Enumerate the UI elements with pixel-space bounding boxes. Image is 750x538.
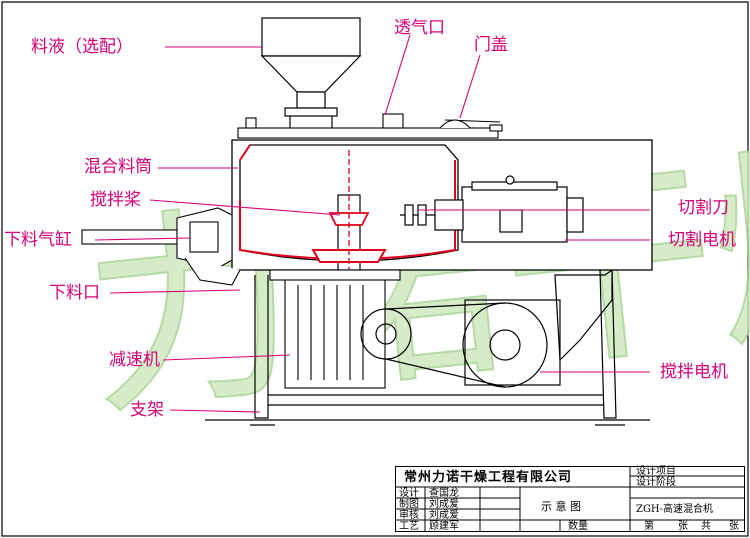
discharge-cylinder bbox=[81, 207, 241, 286]
label-liquid: 料液（选配） bbox=[31, 37, 133, 57]
name-check: 刘成爱 bbox=[429, 510, 459, 521]
label-barrel: 混合料筒 bbox=[84, 157, 152, 177]
role-process: 工艺 bbox=[399, 521, 419, 532]
name-design: 查国龙 bbox=[429, 488, 459, 499]
quantity-label: 数量 bbox=[568, 521, 588, 532]
product-name: ZGH-高速混合机 bbox=[636, 504, 714, 515]
name-draw: 刘成爱 bbox=[429, 499, 459, 510]
gear-reducer bbox=[269, 269, 401, 389]
label-paddle: 搅拌桨 bbox=[90, 190, 141, 210]
name-process: 顾建军 bbox=[429, 521, 459, 532]
label-door: 门盖 bbox=[474, 35, 508, 55]
label-outlet: 下料口 bbox=[49, 283, 100, 303]
support-frame bbox=[205, 268, 650, 426]
label-mix-motor: 搅拌电机 bbox=[660, 362, 728, 382]
label-vent: 透气口 bbox=[394, 18, 445, 38]
role-check: 审核 bbox=[399, 510, 419, 521]
sheet-suffix: 张 bbox=[729, 521, 739, 532]
liquid-hopper bbox=[260, 17, 362, 130]
leader-lines bbox=[94, 34, 650, 413]
title-block: 常州力诺干燥工程有限公司 设计项目 设计阶段 设计 查国龙 制图 刘成爱 审核 … bbox=[395, 466, 745, 532]
belt-drive bbox=[360, 299, 561, 388]
drawing-name: 示 意 图 bbox=[541, 500, 581, 513]
sheet-mid: 张 bbox=[678, 521, 688, 532]
sheet-prefix: 第 bbox=[644, 521, 654, 532]
sheet-total: 共 bbox=[701, 521, 711, 532]
title-block-grid bbox=[395, 466, 745, 532]
design-stage-label: 设计阶段 bbox=[636, 477, 676, 488]
company-name: 常州力诺干燥工程有限公司 bbox=[404, 470, 573, 485]
lid-assembly bbox=[237, 113, 503, 139]
label-reducer: 减速机 bbox=[109, 350, 160, 370]
label-cut-motor: 切割电机 bbox=[668, 230, 736, 250]
label-support: 支架 bbox=[130, 400, 164, 420]
label-cylinder: 下料气缸 bbox=[4, 230, 72, 250]
design-item-label: 设计项目 bbox=[636, 466, 676, 477]
role-design: 设计 bbox=[399, 488, 419, 499]
role-draw: 制图 bbox=[399, 499, 419, 510]
label-knife: 切割刀 bbox=[678, 198, 729, 218]
